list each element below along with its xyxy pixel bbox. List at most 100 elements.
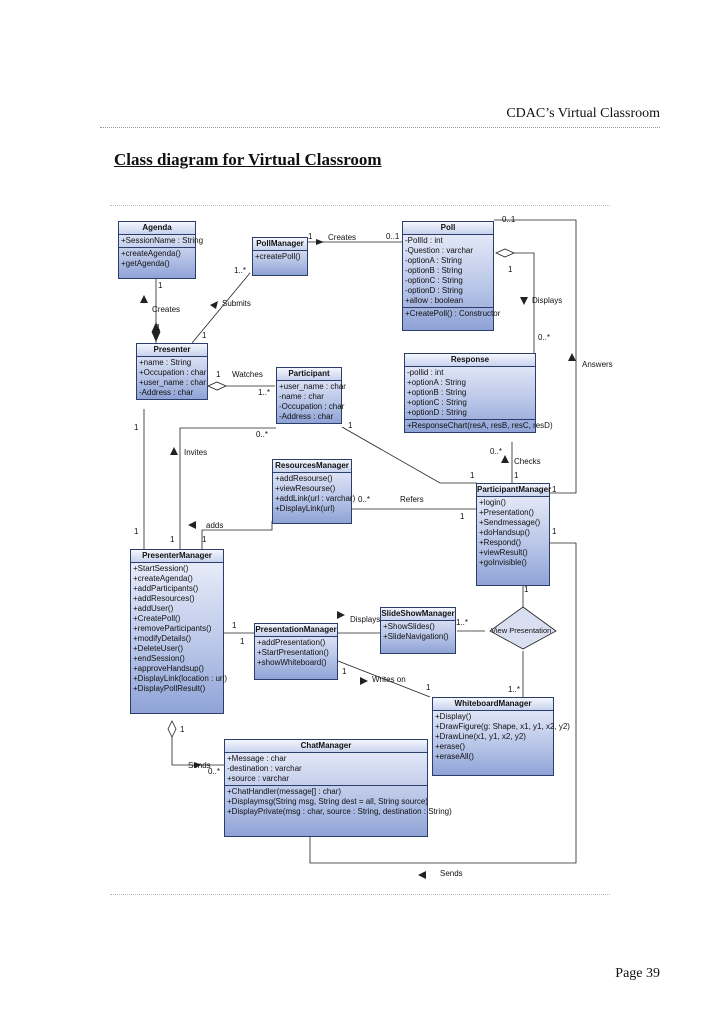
operation: +DisplayPrivate(msg : char, source : Str… <box>227 807 452 816</box>
operation: +CreatePoll() : Constructor <box>405 309 501 318</box>
link-presentation-whiteboard <box>337 660 431 698</box>
multiplicity: 1 <box>158 281 163 290</box>
operation: +ShowSlides() <box>383 622 435 631</box>
class-whiteboardmanager: WhiteboardManager +Display() +DrawFigure… <box>432 697 570 776</box>
operation: +DrawFigure(g: Shape, x1, y1, x2, y2) <box>435 722 570 731</box>
operation: +StartSession() <box>133 564 189 573</box>
arrow-writeson <box>360 677 368 685</box>
operation: +modifyDetails() <box>133 634 192 643</box>
multiplicity: 1 <box>232 621 237 630</box>
class-response: Response -pollid : int +optionA : String… <box>404 353 553 433</box>
multiplicity: 1 <box>342 667 347 676</box>
operation: +Display() <box>435 712 472 721</box>
operation: +showWhiteboard() <box>257 658 327 667</box>
arrow-answers <box>568 353 576 361</box>
multiplicity: 1 <box>460 512 465 521</box>
class-name: ResourcesManager <box>273 460 351 473</box>
attribute: +Occupation : char <box>139 368 207 377</box>
header-rule <box>100 127 660 128</box>
multiplicity: 1..* <box>234 266 247 275</box>
multiplicity: 1 <box>426 683 431 692</box>
operation: +addResourse() <box>275 474 333 483</box>
link-chat-participantmanager <box>309 542 577 864</box>
multiplicity: 1 <box>240 637 245 646</box>
multiplicity: 0..* <box>256 430 269 439</box>
operation: +viewResourse() <box>275 484 336 493</box>
multiplicity: 1 <box>202 535 207 544</box>
operations: +createAgenda() +getAgenda() <box>119 248 195 278</box>
operation: +approveHandsup() <box>133 664 204 673</box>
multiplicity: 1..* <box>258 388 271 397</box>
arrow-sends1 <box>194 762 202 768</box>
operations: +ShowSlides() +SlideNavigation() <box>381 621 455 653</box>
label-sends: Sends <box>188 761 211 770</box>
operation: +createAgenda() <box>133 574 193 583</box>
label-displays: Displays <box>532 296 563 305</box>
multiplicity: 1 <box>202 331 207 340</box>
label-submits: Submits <box>222 299 251 308</box>
multiplicity: 1 <box>508 265 513 274</box>
class-name: PresentationManager <box>255 624 337 637</box>
class-name: Agenda <box>119 222 195 235</box>
multiplicity: 1 <box>180 725 185 734</box>
class-diagram: Agenda +SessionName : String +createAgen… <box>110 205 613 895</box>
operation: +DeleteUser() <box>133 644 184 653</box>
link-participant-participantmanager <box>341 426 477 484</box>
multiplicity: 1 <box>134 527 139 536</box>
multiplicity: 0..1 <box>386 232 400 241</box>
operation: +goInvisible() <box>479 558 527 567</box>
link-presentermanager-participant <box>179 427 276 550</box>
label-creates: Creates <box>328 233 357 242</box>
label-invites: Invites <box>184 448 208 457</box>
operation: +DisplayLink(location : url) <box>133 674 228 683</box>
operations: +login() +Presentation() +Sendmessage() … <box>477 497 549 585</box>
class-name: PresenterManager <box>131 550 223 563</box>
class-name: WhiteboardManager <box>433 698 553 711</box>
attribute: -pollid : int <box>407 368 444 377</box>
operation: +DisplayLink(url) <box>275 504 335 513</box>
operations: +ResponseChart(resA, resB, resC, resD) <box>405 420 553 432</box>
label-answers: Answers <box>582 360 613 369</box>
diagram-frame <box>110 205 610 895</box>
multiplicity: 1 <box>134 423 139 432</box>
operation: +StartPresentation() <box>257 648 329 657</box>
operation: +createPoll() <box>255 252 301 261</box>
class-presenter: Presenter +name : String +Occupation : c… <box>136 343 208 400</box>
multiplicity: 1 <box>552 527 557 536</box>
operation: +Respond() <box>479 538 522 547</box>
diamond-poll-response <box>495 248 515 258</box>
class-name: Participant <box>277 368 341 381</box>
operation: +Displaymsg(String msg, String dest = al… <box>227 797 428 806</box>
attribute: +optionC : String <box>407 398 467 407</box>
multiplicity: 1 <box>470 471 475 480</box>
class-name: PollManager <box>253 238 307 251</box>
header-text: CDAC’s Virtual Classroom <box>506 106 660 121</box>
label-sends: Sends <box>440 869 463 878</box>
page-title: Class diagram for Virtual Classroom <box>114 150 382 169</box>
operation: +addPresentation() <box>257 638 326 647</box>
attributes: +name : String +Occupation : char +user_… <box>137 357 207 399</box>
decision-label: View Presentation <box>491 626 552 635</box>
multiplicity: 1 <box>348 421 353 430</box>
class-poll: Poll -PollId : int -Question : varchar -… <box>402 221 501 331</box>
class-pollmanager: PollManager +createPoll() <box>252 237 308 276</box>
attribute: -Address : char <box>279 412 334 421</box>
class-agenda: Agenda +SessionName : String +createAgen… <box>118 221 203 279</box>
class-name: Presenter <box>137 344 207 357</box>
operation: +SlideNavigation() <box>383 632 449 641</box>
operation: +ResponseChart(resA, resB, resC, resD) <box>407 421 553 430</box>
label-adds: adds <box>206 521 224 530</box>
operation: +eraseAll() <box>435 752 474 761</box>
arrow-checks <box>501 455 509 463</box>
attributes: +user_name : char -name : char -Occupati… <box>277 381 346 423</box>
attributes: -PollId : int -Question : varchar -optio… <box>403 235 493 308</box>
attribute: -optionB : String <box>405 266 463 275</box>
link-poll-participantmanager <box>494 219 577 494</box>
arrow-sends2 <box>418 871 426 879</box>
attribute: +optionA : String <box>407 378 466 387</box>
operations: +addPresentation() +StartPresentation() … <box>255 637 337 679</box>
attribute: +Message : char <box>227 754 287 763</box>
operations: +CreatePoll() : Constructor <box>403 308 501 330</box>
multiplicity: 1..* <box>508 685 521 694</box>
attribute: -destination : varchar <box>227 764 302 773</box>
